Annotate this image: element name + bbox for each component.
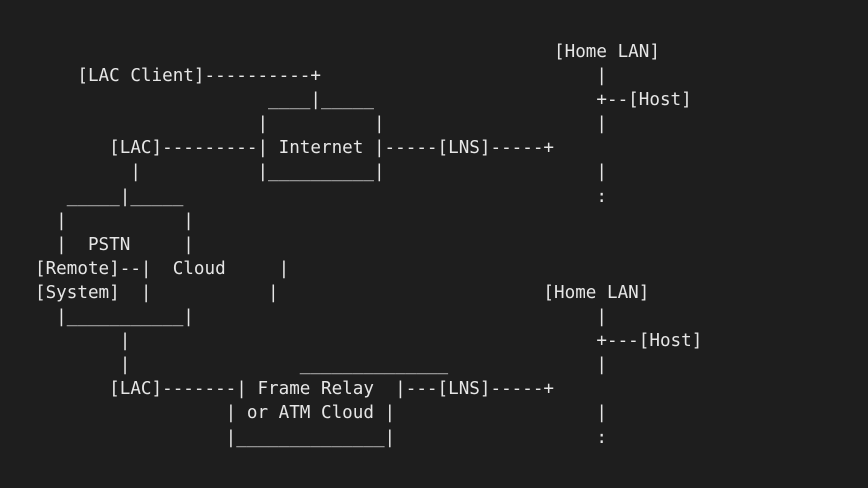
diagram-line: [System] | | [Home LAN]	[35, 282, 650, 303]
diagram-line: | ______________ |	[35, 355, 607, 376]
diagram-line: [LAC Client]----------+ |	[35, 66, 607, 87]
diagram-line: | |	[35, 210, 194, 231]
diagram-line: [LAC]---------| Internet |-----[LNS]----…	[35, 138, 555, 159]
diagram-line: [Remote]--| Cloud |	[35, 258, 290, 279]
diagram-line: [Home LAN]	[35, 42, 660, 62]
diagram-line: |___________| |	[35, 307, 607, 328]
diagram-line: _____|_____ :	[35, 186, 607, 207]
diagram-line: [LAC]-------| Frame Relay |---[LNS]-----…	[35, 379, 555, 400]
diagram-line: | +---[Host]	[35, 331, 703, 352]
diagram-line: | |__________| |	[35, 162, 607, 183]
diagram-line: | or ATM Cloud | |	[35, 403, 607, 424]
network-topology-diagram: [Home LAN] [LAC Client]----------+ | ___…	[35, 40, 702, 450]
diagram-line: |______________| :	[35, 427, 607, 448]
diagram-line: ____|_____ +--[Host]	[35, 90, 692, 111]
diagram-line: | | |	[35, 114, 607, 135]
diagram-line: | PSTN |	[35, 234, 194, 255]
